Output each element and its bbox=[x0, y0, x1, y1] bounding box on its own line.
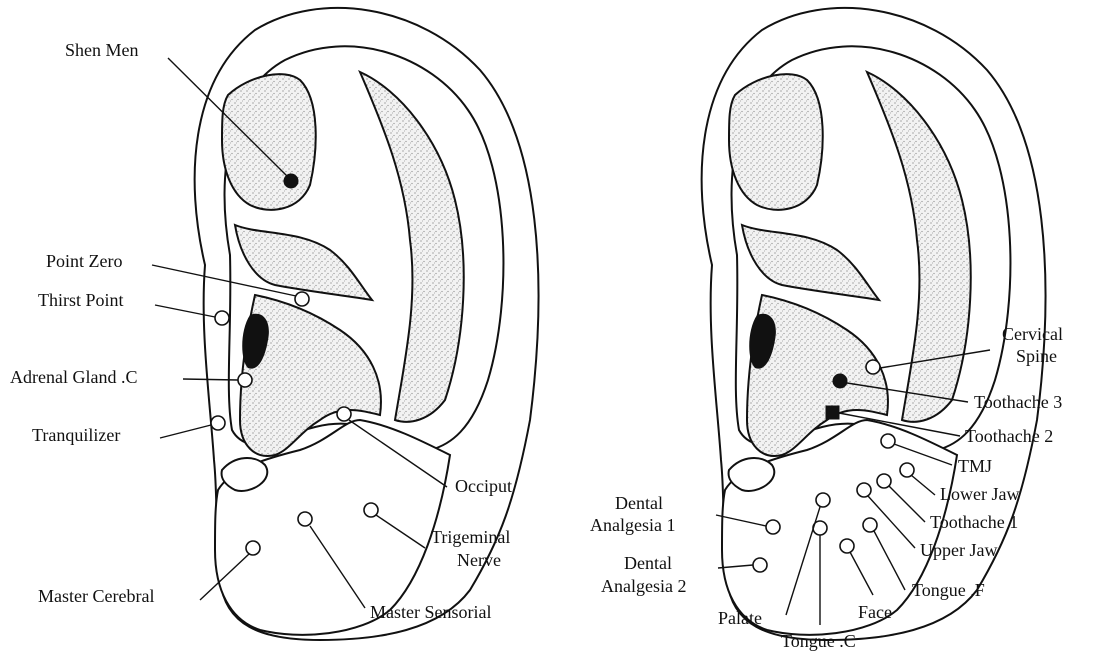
tranquilizer-point[interactable] bbox=[211, 416, 225, 430]
right-ear-triangular-fossa bbox=[729, 74, 823, 210]
dental-analgesia-2-point[interactable] bbox=[753, 558, 767, 572]
toothache-2-label: Toothache 2 bbox=[965, 426, 1053, 446]
cervical-spine-label-2: Spine bbox=[1016, 346, 1057, 366]
master-cerebral-point[interactable] bbox=[246, 541, 260, 555]
thirst-point[interactable] bbox=[215, 311, 229, 325]
dental-analgesia-2-label-2: Analgesia 2 bbox=[601, 576, 686, 596]
toothache-1-point[interactable] bbox=[877, 474, 891, 488]
occiput-label: Occiput bbox=[455, 476, 512, 496]
face-point[interactable] bbox=[840, 539, 854, 553]
left-ear: Shen Men Point Zero Thirst Point Adrenal… bbox=[10, 8, 538, 640]
tranquilizer-label: Tranquilizer bbox=[32, 425, 120, 445]
dental-analgesia-1-point[interactable] bbox=[766, 520, 780, 534]
master-cerebral-label: Master Cerebral bbox=[38, 586, 154, 606]
master-sensorial-point[interactable] bbox=[298, 512, 312, 526]
toothache-3-label: Toothache 3 bbox=[974, 392, 1062, 412]
toothache-3-point[interactable] bbox=[833, 374, 847, 388]
trigeminal-label-2: Nerve bbox=[457, 550, 501, 570]
upper-jaw-point[interactable] bbox=[857, 483, 871, 497]
trigeminal-nerve-point[interactable] bbox=[364, 503, 378, 517]
face-label: Face bbox=[858, 602, 892, 622]
cervical-spine-point[interactable] bbox=[866, 360, 880, 374]
toothache-2-point[interactable] bbox=[826, 406, 839, 419]
left-ear-triangular-fossa bbox=[222, 74, 316, 210]
adrenal-gland-label: Adrenal Gland .C bbox=[10, 367, 137, 387]
shen-men-label: Shen Men bbox=[65, 40, 139, 60]
palate-label: Palate bbox=[718, 608, 762, 628]
adrenal-gland-point[interactable] bbox=[238, 373, 252, 387]
toothache-1-label: Toothache 1 bbox=[930, 512, 1018, 532]
thirst-point-label: Thirst Point bbox=[38, 290, 124, 310]
master-sensorial-label: Master Sensorial bbox=[370, 602, 491, 622]
dental-analgesia-1-label-2: Analgesia 1 bbox=[590, 515, 675, 535]
tranquilizer-leader bbox=[160, 425, 211, 438]
right-ear: Cervical Spine Toothache 3 Toothache 2 T… bbox=[590, 8, 1063, 651]
point-zero-label: Point Zero bbox=[46, 251, 123, 271]
adrenal-gland-leader bbox=[183, 379, 238, 380]
tmj-label: TMJ bbox=[958, 456, 992, 476]
dental-analgesia-1-label-1: Dental bbox=[615, 493, 663, 513]
tongue-f-point[interactable] bbox=[863, 518, 877, 532]
tongue-c-label: Tongue .C bbox=[781, 631, 856, 651]
occiput-point[interactable] bbox=[337, 407, 351, 421]
point-zero-point[interactable] bbox=[295, 292, 309, 306]
tmj-point[interactable] bbox=[881, 434, 895, 448]
trigeminal-label-1: Trigeminal bbox=[431, 527, 510, 547]
dental-analgesia-2-label-1: Dental bbox=[624, 553, 672, 573]
tongue-f-label: Tongue .F bbox=[912, 580, 985, 600]
palate-point[interactable] bbox=[816, 493, 830, 507]
cervical-spine-label-1: Cervical bbox=[1002, 324, 1063, 344]
upper-jaw-label: Upper Jaw bbox=[920, 540, 997, 560]
lower-jaw-label: Lower Jaw bbox=[940, 484, 1019, 504]
